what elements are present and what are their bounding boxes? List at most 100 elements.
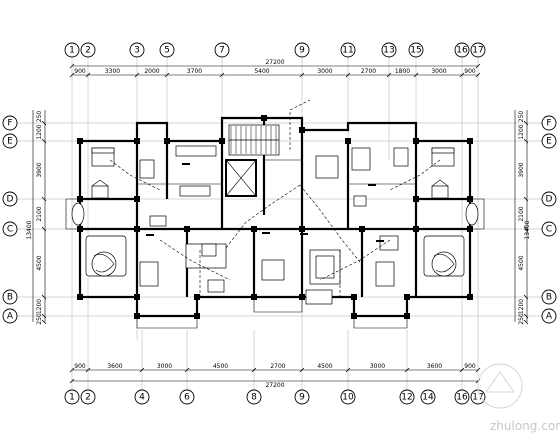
axis-bubble-top-15-label: 15	[410, 46, 421, 56]
axis-bubble-bottom-9-label: 9	[299, 393, 305, 403]
right-dim-0: 250	[518, 111, 525, 123]
left-dim-2: 3900	[36, 162, 43, 177]
axis-bubble-top-7: 7	[214, 42, 230, 58]
left-dim-3: 2100	[36, 206, 43, 221]
left-dim-5: 1200	[36, 299, 43, 314]
column-22	[134, 294, 140, 300]
axis-bubbles-right: FE D C BA	[541, 115, 557, 324]
top-dim-5: 3000	[317, 68, 332, 75]
top-dim-6: 2700	[361, 68, 376, 75]
column-19	[413, 226, 419, 232]
top-dim-8: 3000	[431, 68, 446, 75]
right-dim-5: 1200	[518, 299, 525, 314]
left-unit-furniture	[71, 145, 227, 293]
bottom-dim-0: 900	[74, 363, 86, 370]
column-15	[184, 226, 190, 232]
axis-bubble-right-D: D	[541, 191, 557, 207]
bottom-dim-1: 3600	[107, 363, 122, 370]
top-dim-9: 900	[464, 68, 476, 75]
axis-bubble-top-13: 13	[381, 42, 397, 58]
axis-bubble-left-D: D	[2, 191, 18, 207]
bottom-dim-2: 3000	[157, 363, 172, 370]
column-1	[134, 138, 140, 144]
axis-bubble-left-F-label: F	[7, 119, 12, 129]
column-26	[351, 294, 357, 300]
axis-bubble-top-17-label: 17	[472, 46, 483, 56]
right-dim-4: 4500	[518, 255, 525, 270]
top-dim-7: 1800	[395, 68, 410, 75]
axis-bubble-top-5-label: 5	[164, 46, 170, 56]
axis-bubble-right-F-label: F	[546, 119, 551, 129]
axis-bubble-bottom-1: 1	[64, 389, 80, 405]
axis-bubble-left-D-label: D	[7, 195, 14, 205]
column-4	[261, 115, 267, 121]
axis-bubble-left-B: B	[2, 289, 18, 305]
axis-bubble-right-D-label: D	[546, 195, 553, 205]
top-dim-3: 3700	[187, 68, 202, 75]
axis-bubble-bottom-14-label: 14	[422, 393, 434, 403]
axis-bubble-bottom-4: 4	[134, 389, 150, 405]
grid-lines	[14, 58, 546, 395]
axis-bubble-top-3-label: 3	[134, 46, 140, 56]
axis-bubble-top-7-label: 7	[219, 46, 225, 56]
top-dim-2: 2000	[144, 68, 159, 75]
axis-bubble-left-B-label: B	[7, 293, 13, 303]
column-17	[299, 226, 305, 232]
axis-bubble-bottom-16: 16	[454, 389, 470, 405]
axis-bubble-top-3: 3	[129, 42, 145, 58]
axis-bubble-bottom-6: 6	[179, 389, 195, 405]
column-2	[164, 138, 170, 144]
axis-bubble-bottom-8: 8	[246, 389, 262, 405]
column-27	[404, 294, 410, 300]
axis-bubble-bottom-6-label: 6	[184, 393, 190, 403]
watermark-text: zhulong.com	[490, 419, 560, 433]
column-21	[77, 294, 83, 300]
axis-bubble-right-E-label: E	[546, 137, 552, 147]
balconies	[65, 198, 485, 329]
axis-bubble-top-2-label: 2	[85, 46, 91, 56]
stair-core	[225, 124, 280, 197]
bottom-dim-5: 4500	[317, 363, 332, 370]
axis-bubble-bottom-9: 9	[294, 389, 310, 405]
axis-bubble-bottom-16-label: 16	[456, 393, 468, 403]
right-dim-3: 2100	[518, 206, 525, 221]
column-3	[219, 138, 225, 144]
right-unit-furniture	[261, 147, 479, 305]
axis-bubble-right-F: F	[541, 115, 557, 131]
axis-bubble-top-13-label: 13	[383, 46, 394, 56]
total-depth-right: 13400	[524, 220, 531, 239]
axis-bubble-right-B: B	[541, 289, 557, 305]
axis-bubble-left-C: C	[2, 221, 18, 237]
axis-bubble-top-11-label: 11	[342, 46, 353, 56]
right-dim-2: 3900	[518, 162, 525, 177]
axis-bubble-right-A: A	[541, 308, 557, 324]
axis-bubble-right-C-label: C	[546, 225, 552, 235]
axis-bubble-bottom-17-label: 17	[472, 393, 483, 403]
axis-bubble-bottom-2: 2	[80, 389, 96, 405]
axis-bubble-left-A-label: A	[7, 312, 14, 322]
axis-bubble-top-15: 15	[408, 42, 424, 58]
axis-bubble-right-B-label: B	[546, 293, 552, 303]
axis-bubbles-left: FE D C BA	[2, 115, 18, 324]
axis-bubble-top-16: 16	[454, 42, 470, 58]
bottom-dim-3: 4500	[213, 363, 228, 370]
axis-bubble-top-9-label: 9	[299, 46, 305, 56]
axis-bubble-left-E-label: E	[7, 137, 13, 147]
column-7	[413, 138, 419, 144]
top-dim-1: 3300	[105, 68, 120, 75]
electrical-wiring	[109, 99, 441, 300]
room-label-marks	[146, 163, 384, 242]
bottom-dim-4: 2700	[270, 363, 285, 370]
top-dim-0: 900	[74, 68, 86, 75]
axis-bubble-top-2: 2	[80, 42, 96, 58]
axis-bubble-left-F: F	[2, 115, 18, 131]
axis-bubble-top-17: 17	[470, 42, 486, 58]
column-16	[251, 226, 257, 232]
column-11	[413, 196, 419, 202]
